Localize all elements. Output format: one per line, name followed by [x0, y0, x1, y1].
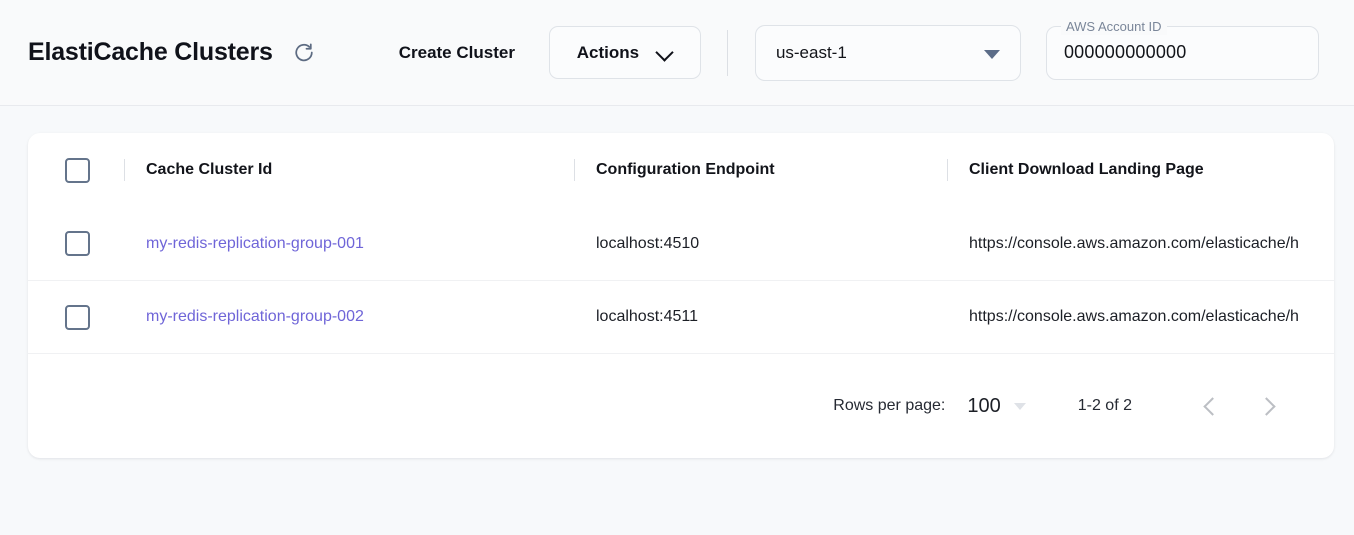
rows-per-page-value: 100	[967, 394, 1001, 417]
chevron-left-icon	[1202, 396, 1222, 416]
clusters-table-card: Cache Cluster Id Configuration Endpoint …	[28, 133, 1334, 458]
region-select[interactable]: us-east-1	[754, 24, 1021, 81]
select-all-cell	[28, 157, 124, 183]
previous-page-button[interactable]	[1188, 384, 1232, 428]
table-row[interactable]: my-redis-replication-group-001 localhost…	[28, 207, 1334, 280]
row-checkbox[interactable]	[64, 304, 90, 330]
configuration-endpoint-value: localhost:4510	[596, 234, 700, 252]
column-divider	[124, 159, 125, 181]
select-all-checkbox[interactable]	[64, 157, 90, 183]
triangle-down-icon	[983, 49, 1000, 59]
cache-cluster-id-link[interactable]: my-redis-replication-group-002	[146, 308, 364, 325]
aws-account-id-label: AWS Account ID	[1060, 18, 1167, 35]
row-checkbox[interactable]	[64, 231, 90, 256]
clusters-table: Cache Cluster Id Configuration Endpoint …	[28, 133, 1334, 458]
client-download-landing-page-value: https://console.aws.amazon.com/elasticac…	[969, 308, 1299, 325]
aws-account-id-value: 000000000000	[1063, 42, 1187, 62]
rows-per-page-select[interactable]: 100	[967, 394, 1026, 418]
app-header: ElastiCache Clusters Create Cluster Acti…	[0, 0, 1354, 106]
rows-per-page-label: Rows per page:	[833, 397, 946, 414]
actions-button-label: Actions	[576, 42, 640, 62]
table-pagination: Rows per page: 100 1-2 of 2	[28, 353, 1334, 458]
page-title: ElastiCache Clusters	[28, 38, 273, 66]
cell-cache-cluster-id: my-redis-replication-group-001	[125, 235, 574, 253]
refresh-icon[interactable]	[287, 36, 321, 70]
region-select-value: us-east-1	[775, 42, 847, 62]
column-header-configuration-endpoint[interactable]: Configuration Endpoint	[596, 161, 775, 178]
cache-cluster-id-link[interactable]: my-redis-replication-group-001	[146, 234, 364, 252]
table-header-row: Cache Cluster Id Configuration Endpoint …	[28, 133, 1334, 207]
pagination-range: 1-2 of 2	[1077, 397, 1132, 414]
chevron-down-icon	[657, 48, 673, 58]
column-divider	[947, 159, 948, 181]
client-download-landing-page-value: https://console.aws.amazon.com/elasticac…	[969, 234, 1299, 252]
configuration-endpoint-value: localhost:4511	[596, 308, 698, 325]
chevron-right-icon	[1256, 396, 1276, 416]
cell-client-download-landing-page: https://console.aws.amazon.com/elasticac…	[948, 308, 1334, 326]
cell-client-download-landing-page: https://console.aws.amazon.com/elasticac…	[948, 235, 1334, 253]
cell-configuration-endpoint: localhost:4511	[575, 308, 947, 326]
actions-button[interactable]: Actions	[548, 26, 701, 79]
row-select-cell	[28, 304, 124, 330]
toolbar-divider	[726, 29, 728, 76]
column-divider	[574, 159, 575, 181]
column-header-client-download-landing-page[interactable]: Client Download Landing Page	[969, 161, 1204, 178]
aws-account-id-field[interactable]: AWS Account ID 000000000000	[1045, 18, 1319, 80]
cell-configuration-endpoint: localhost:4510	[575, 235, 947, 253]
next-page-button[interactable]	[1246, 384, 1290, 428]
row-select-cell	[28, 231, 124, 256]
column-header-cache-cluster-id[interactable]: Cache Cluster Id	[146, 161, 273, 178]
create-cluster-button[interactable]: Create Cluster	[398, 42, 515, 62]
cell-cache-cluster-id: my-redis-replication-group-002	[125, 308, 574, 326]
chevron-down-icon	[1013, 402, 1026, 410]
table-row[interactable]: my-redis-replication-group-002 localhost…	[28, 280, 1334, 353]
